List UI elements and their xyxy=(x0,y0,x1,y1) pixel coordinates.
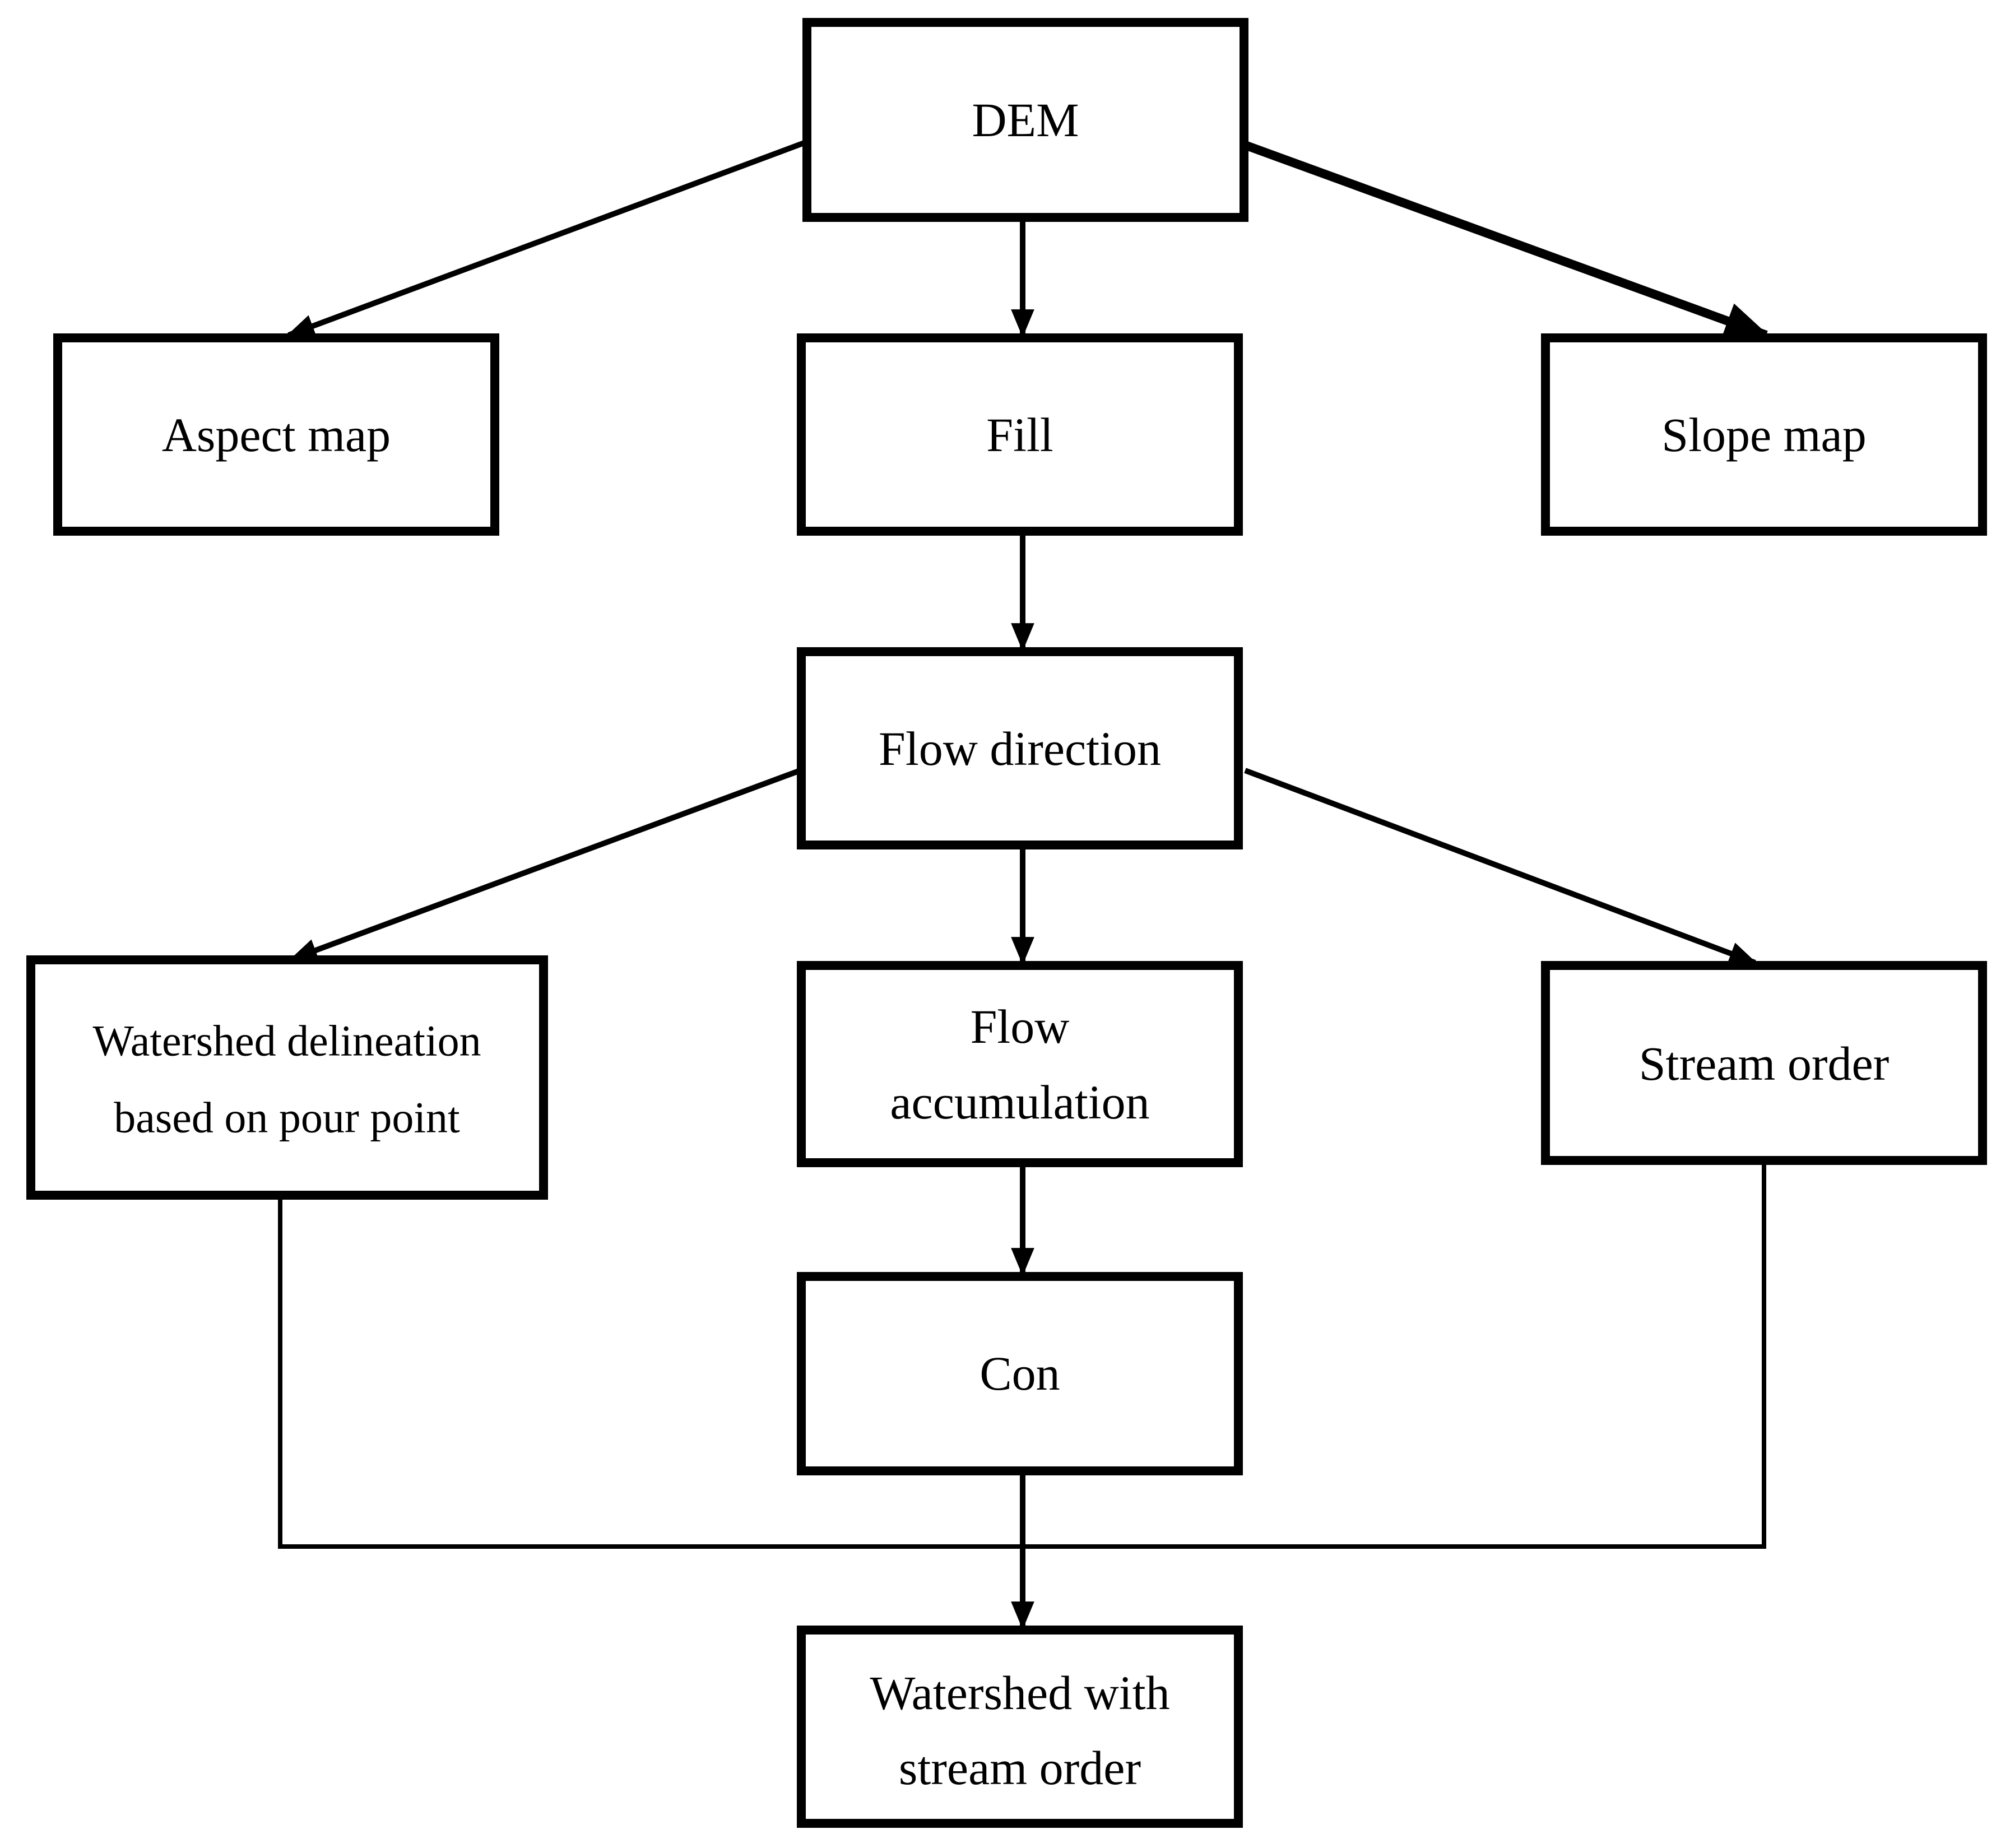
node-stream-order: Stream order xyxy=(1541,961,1987,1165)
node-con: Con xyxy=(797,1272,1243,1475)
node-stream-order-label: Stream order xyxy=(1639,1037,1890,1090)
node-aspect-map-label: Aspect map xyxy=(162,408,391,462)
node-watershed-with-stream-order-line2: stream order xyxy=(899,1741,1141,1795)
node-fill: Fill xyxy=(797,333,1243,536)
node-flow-accumulation: Flow accumulation xyxy=(797,961,1243,1167)
node-watershed-delineation-line1: Watershed delineation xyxy=(92,1016,481,1065)
edge-flow-direction-to-watershed-delineation xyxy=(289,768,801,962)
node-flow-direction-label: Flow direction xyxy=(879,722,1161,776)
node-aspect-map: Aspect map xyxy=(53,333,499,536)
node-flow-direction: Flow direction xyxy=(797,647,1243,849)
edge-flow-direction-to-stream-order xyxy=(1244,768,1757,965)
node-con-label: Con xyxy=(980,1346,1060,1400)
edge-dem-to-slope-map xyxy=(1245,141,1770,340)
edge-stream-order-to-join xyxy=(1023,1163,1766,1549)
node-watershed-with-stream-order: Watershed with stream order xyxy=(797,1626,1243,1828)
node-dem-label: DEM xyxy=(972,93,1079,147)
node-fill-label: Fill xyxy=(986,408,1053,462)
edge-dem-to-aspect-map xyxy=(286,140,805,338)
node-watershed-with-stream-order-line1: Watershed with xyxy=(870,1666,1169,1720)
node-flow-accumulation-line2: accumulation xyxy=(890,1075,1149,1129)
node-slope-map-label: Slope map xyxy=(1661,408,1866,462)
node-dem: DEM xyxy=(802,18,1248,222)
node-flow-accumulation-line1: Flow xyxy=(971,1000,1070,1053)
node-slope-map: Slope map xyxy=(1541,333,1987,536)
node-watershed-delineation-line2: based on pour point xyxy=(114,1093,460,1142)
edge-watershed-delineation-to-join xyxy=(278,1198,1023,1549)
node-watershed-delineation: Watershed delineation based on pour poin… xyxy=(26,955,548,1200)
